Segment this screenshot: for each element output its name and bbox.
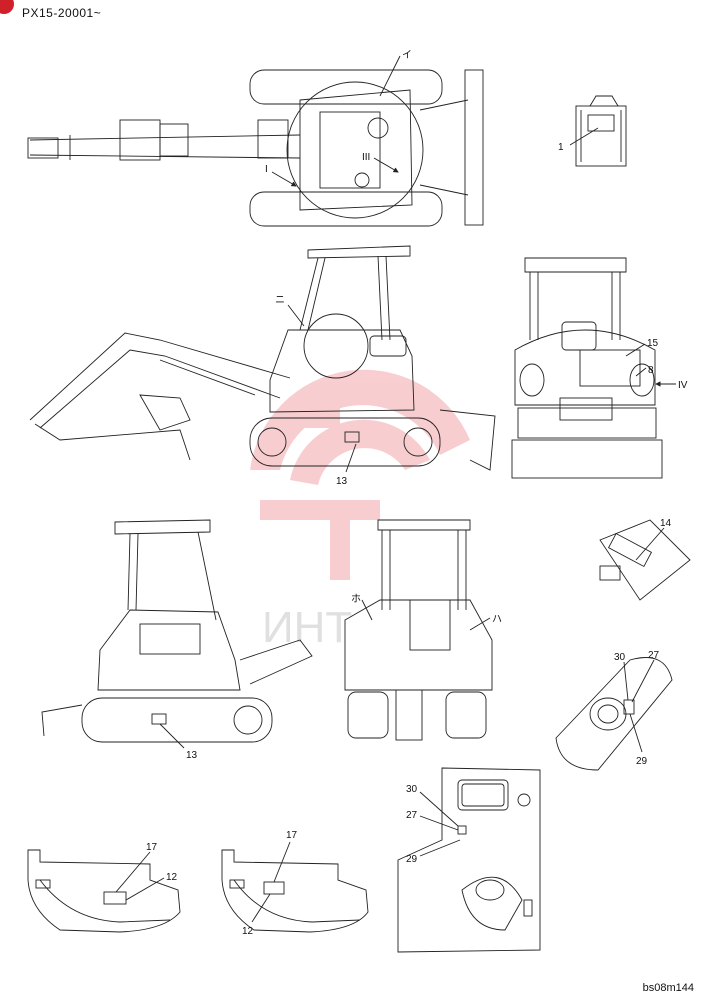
floor-a-17-leader — [115, 851, 151, 893]
lever-item-29-label: 29 — [636, 756, 648, 767]
top-callout-i: イ — [402, 50, 412, 61]
right-side-view — [41, 519, 313, 743]
panel-item-27-label: 27 — [406, 810, 418, 821]
floor-b-12-leader — [251, 893, 271, 923]
lever-item-30-label: 30 — [614, 652, 626, 663]
floor-a-item-12-label: 12 — [166, 872, 178, 883]
panel-item-29-label: 29 — [406, 854, 418, 865]
top-callout-leader — [379, 55, 401, 97]
floor-a-12-leader — [125, 877, 165, 901]
rear-8-leader — [635, 367, 647, 377]
front-callout-ho: ホ — [351, 593, 361, 605]
watermark-text: ИНТ — [262, 603, 352, 652]
watermark-logo — [250, 369, 470, 580]
lever-30-leader — [623, 661, 629, 701]
floor-b-item-12-label: 12 — [242, 926, 254, 937]
detail-14 — [599, 519, 691, 601]
lever-29-leader — [629, 713, 643, 753]
right-item-13-label: 13 — [186, 750, 198, 761]
arrow-IV-label: IV — [678, 380, 688, 391]
detail-floor-a — [27, 849, 181, 933]
detail-lever — [555, 657, 673, 771]
top-view — [27, 69, 484, 227]
left-side-view — [29, 245, 496, 471]
left-callout-ni: ニ — [275, 295, 285, 306]
arrow-III-label: III — [362, 152, 370, 163]
detail-panel — [397, 767, 541, 953]
drawing-code: bs08m144 — [642, 982, 694, 994]
lever-item-27-label: 27 — [648, 650, 660, 661]
rear-view — [511, 257, 663, 479]
left-item-13-label: 13 — [336, 476, 348, 487]
left-13-leader — [345, 443, 357, 473]
panel-item-30-label: 30 — [406, 784, 418, 795]
floor-a-item-17-label: 17 — [146, 842, 158, 853]
arrow-I-label: I — [265, 164, 268, 175]
rear-item-15-label: 15 — [647, 338, 659, 349]
front-ho-leader — [361, 599, 373, 621]
panel-29-leader — [419, 839, 461, 857]
right-13-leader — [159, 723, 185, 749]
corner-marker — [0, 0, 14, 14]
panel-30-leader — [419, 791, 459, 827]
left-callout-leader — [287, 304, 305, 327]
decal-item-1 — [575, 95, 627, 167]
panel-27-leader — [419, 815, 459, 831]
front-view — [344, 519, 493, 741]
item-1-label: 1 — [558, 142, 564, 153]
front-ha-leader — [469, 617, 491, 631]
model-code: PX15-20001~ — [22, 6, 102, 20]
item-14-leader — [635, 527, 665, 561]
arrow-I — [271, 171, 297, 187]
rear-item-8-label: 8 — [648, 365, 654, 376]
item-1-leader — [569, 127, 599, 146]
arrow-III — [373, 157, 399, 173]
front-callout-ha: ハ — [492, 614, 502, 625]
rear-15-leader — [625, 343, 646, 357]
detail-item-14-label: 14 — [660, 518, 672, 529]
lever-27-leader — [631, 659, 655, 703]
detail-floor-b — [221, 849, 369, 933]
floor-b-17-leader — [273, 841, 291, 883]
floor-b-item-17-label: 17 — [286, 830, 298, 841]
